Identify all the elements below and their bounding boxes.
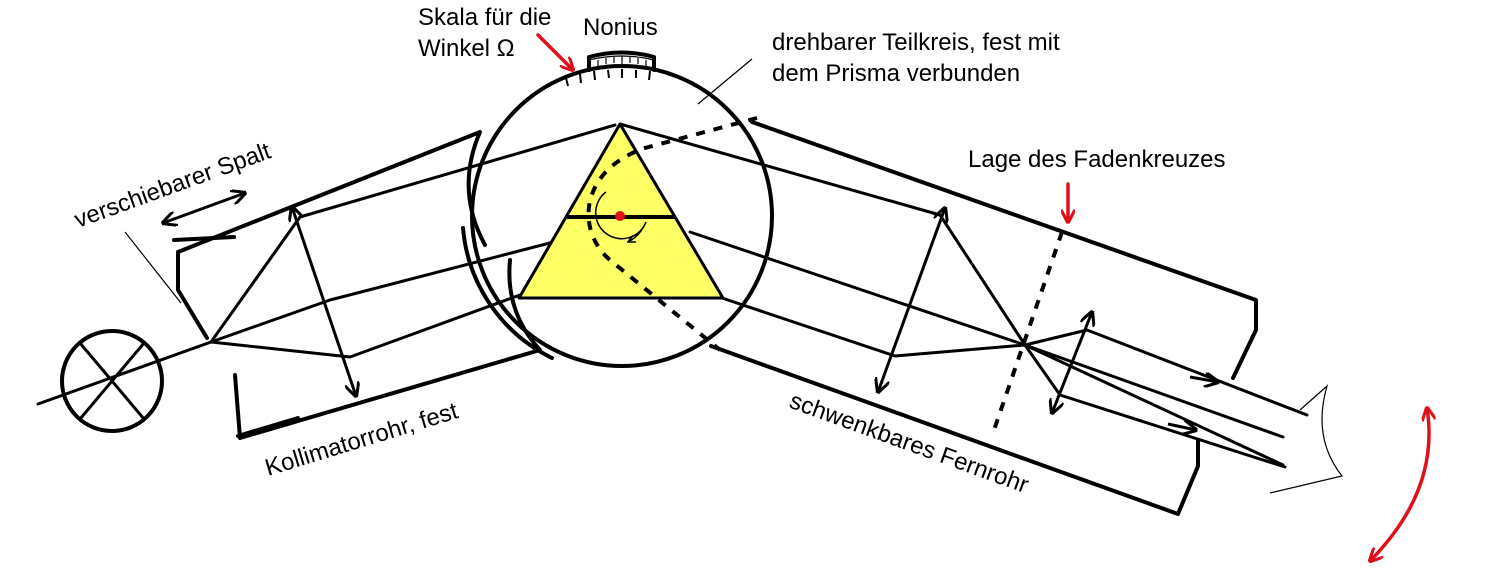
- ray-arrow-2: [1167, 424, 1196, 430]
- teilkreis-label-line1: drehbarer Teilkreis, fest mit: [772, 29, 1060, 56]
- skala-label-line2: Winkel Ω: [418, 35, 515, 62]
- spalt-pointer-line: [124, 231, 182, 304]
- fadenkreuz-label: Lage des Fadenkreuzes: [968, 146, 1226, 173]
- teilkreis-label-line2: dem Prisma verbunden: [772, 60, 1020, 87]
- divided-circle: [461, 64, 774, 368]
- collimator-lens: [292, 207, 356, 396]
- ray-arrow-1: [1189, 377, 1218, 382]
- slit-shift-arrow: [163, 193, 245, 223]
- telescope-objective-lens: [878, 208, 945, 392]
- telescope-rays: [618, 122, 1309, 469]
- skala-label-line1: Skala für die: [418, 4, 551, 31]
- prism: [517, 122, 725, 300]
- skala-red-arrow: [536, 33, 573, 70]
- dashed-rotation-path: [586, 116, 758, 352]
- vernier-scale: [587, 50, 656, 72]
- eye-icon: [1269, 384, 1344, 494]
- fernrohr-label: schwenkbares Fernrohr: [786, 387, 1032, 499]
- nonius-label: Nonius: [583, 14, 658, 41]
- telescope-tube: [709, 120, 1258, 516]
- crosshair-plane: [992, 231, 1064, 431]
- teilkreis-pointer-line: [697, 58, 753, 105]
- optical-axis-input: [36, 340, 213, 406]
- telescope-eyepiece-lens: [1052, 312, 1092, 413]
- swing-red-arrow: [1370, 408, 1429, 561]
- lamp-icon: [60, 329, 164, 433]
- kollimator-label: Kollimatorrohr, fest: [262, 397, 462, 481]
- rotation-arrow: [594, 191, 647, 242]
- angle-scale-ticks: [565, 69, 651, 87]
- rotation-axis-dot: [615, 211, 625, 221]
